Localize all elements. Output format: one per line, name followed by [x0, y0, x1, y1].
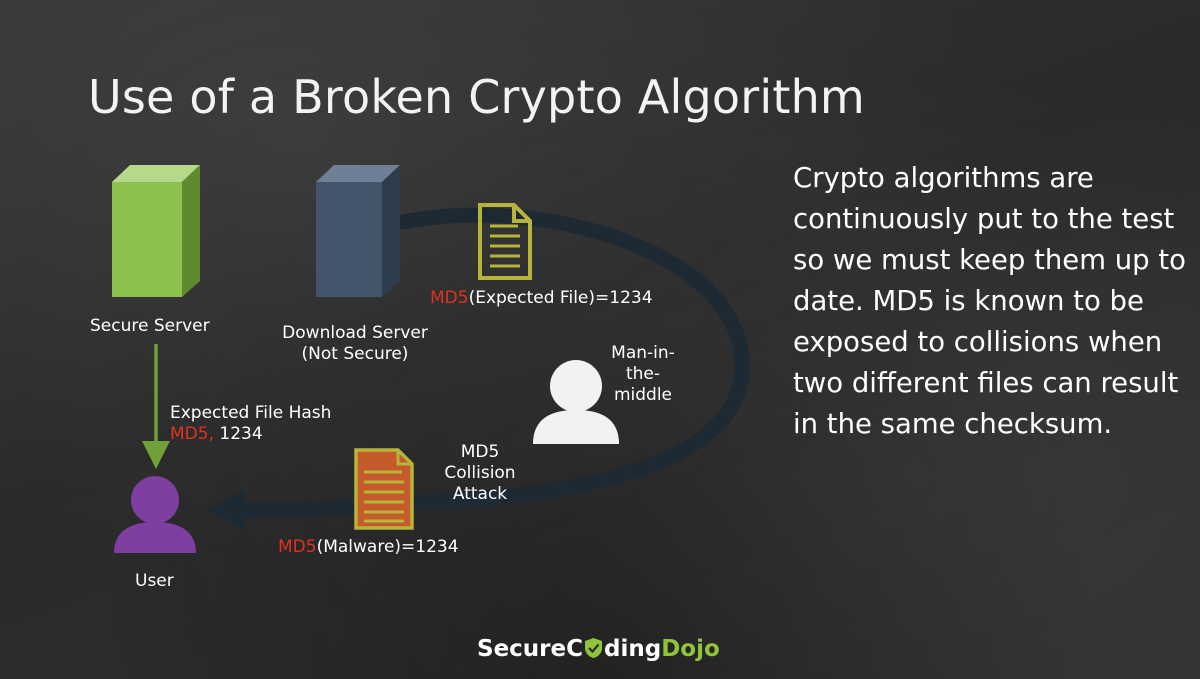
mitm-label-line1: Man-in- — [611, 343, 675, 363]
hash-md5-text: MD5, — [170, 424, 214, 444]
collision-attack-label: MD5 Collision Attack — [430, 442, 530, 505]
user-icon — [114, 476, 196, 553]
secure-server-icon — [112, 165, 200, 297]
collision-label-line1: MD5 — [460, 442, 500, 462]
secure-server-label: Secure Server — [90, 316, 210, 336]
malware-hash-text: (Malware)=1234 — [316, 537, 459, 557]
expected-file-text: (Expected File)=1234 — [468, 288, 653, 308]
malware-file-icon — [354, 448, 414, 530]
slide-body-text: Crypto algorithms are continuously put t… — [793, 162, 1186, 440]
collision-label-line2: Collision — [444, 463, 516, 483]
expected-hash-label-line1: Expected File Hash — [170, 403, 332, 423]
attack-path-arrowhead — [206, 490, 244, 530]
mitm-label-line2: the- — [625, 364, 661, 384]
user-label: User — [135, 571, 174, 591]
collision-label-line3: Attack — [452, 484, 508, 504]
page-title: Use of a Broken Crypto Algorithm — [88, 70, 865, 124]
malware-md5-text: MD5 — [278, 537, 317, 557]
download-server-label: Download Server (Not Secure) — [275, 323, 435, 365]
logo-part-ding: ding — [604, 636, 662, 662]
expected-hash-value: MD5, 1234 — [170, 424, 331, 445]
expected-file-icon — [478, 203, 532, 280]
mitm-label: Man-in- the- middle — [598, 343, 688, 406]
logo-part-dojo: Dojo — [661, 636, 720, 662]
download-server-icon — [316, 165, 400, 297]
logo-part-secure: Secure — [477, 636, 567, 662]
man-in-the-middle-icon — [533, 360, 619, 444]
malware-hash-label: MD5(Malware)=1234 — [278, 537, 459, 558]
hash-value-text: 1234 — [213, 424, 263, 444]
mitm-label-line3: middle — [613, 385, 673, 405]
expected-hash-label: Expected File Hash MD5, 1234 — [170, 403, 331, 445]
expected-md5-text: MD5 — [430, 288, 469, 308]
expected-file-hash-label: MD5(Expected File)=1234 — [430, 288, 653, 309]
download-server-label-line1: Download Server — [282, 323, 428, 343]
logo-part-c: C — [566, 636, 584, 662]
shield-icon — [585, 638, 603, 658]
download-server-label-line2: (Not Secure) — [301, 344, 409, 364]
